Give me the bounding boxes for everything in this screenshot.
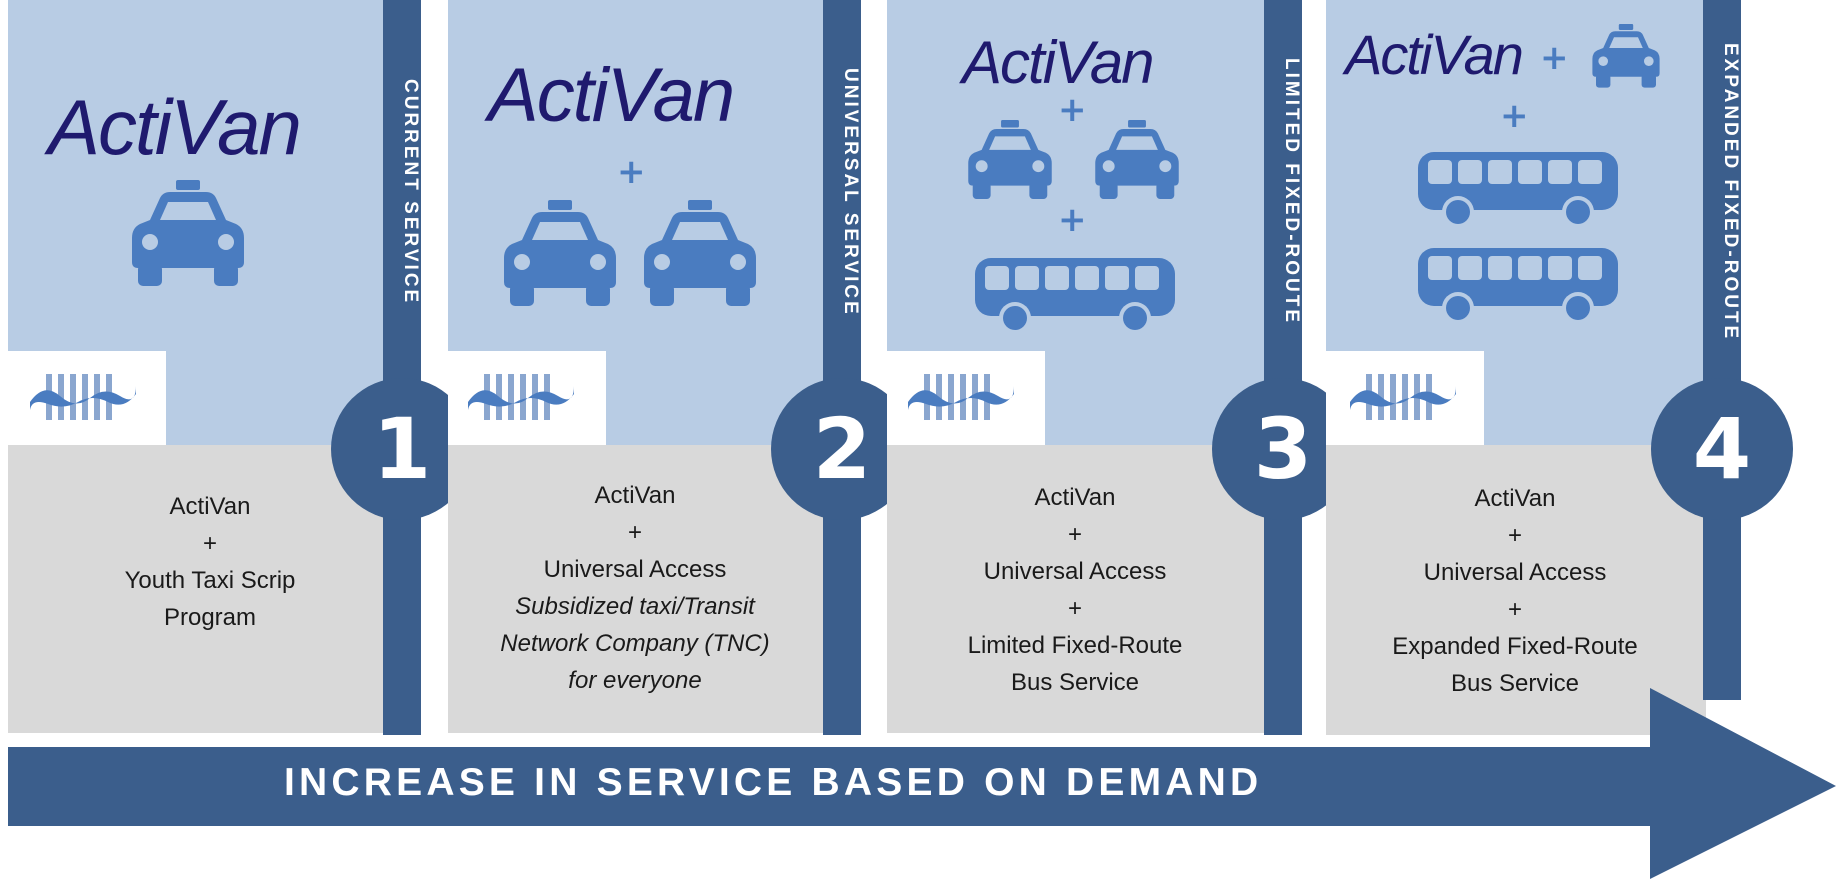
activan-logo-text: ActiVan: [962, 29, 1155, 96]
stage-1-bottom-panel: [8, 445, 386, 733]
stage-2-label: UNIVERSAL SERVICE: [840, 67, 861, 317]
description-line: Youth Taxi Scrip: [124, 567, 296, 594]
stage-2-bottom-panel: [448, 445, 826, 733]
plus-sign: +: [1058, 200, 1087, 240]
stage-2-description: ActiVan + Universal Access Subsidized ta…: [465, 477, 805, 699]
stage-3-label: LIMITED FIXED-ROUTE: [1281, 58, 1302, 326]
description-line: +: [1507, 596, 1522, 623]
description-line: ActiVan: [1474, 485, 1556, 512]
description-line: +: [1067, 595, 1082, 622]
description-line: ActiVan: [169, 493, 251, 520]
stage-3-stripe: [1264, 0, 1302, 735]
activan-logo: ActiVan: [48, 82, 302, 173]
activan-logo-text: ActiVan: [1345, 23, 1524, 86]
stage-1-description: ActiVan + Youth Taxi Scrip Program: [60, 488, 360, 636]
description-line: Network Company (TNC): [500, 630, 770, 657]
activan-logo: ActiVan: [962, 28, 1155, 97]
stage-4-description: ActiVan + Universal Access + Expanded Fi…: [1355, 480, 1675, 702]
description-line: Program: [163, 604, 257, 631]
stage-1-label: CURRENT SERVICE: [400, 78, 421, 306]
description-line: Universal Access: [1423, 559, 1607, 586]
stage-4-stripe: [1703, 0, 1741, 700]
plus-sign: +: [1058, 90, 1087, 130]
description-line: Universal Access: [543, 556, 727, 583]
plus-sign: +: [1540, 38, 1569, 78]
description-line: +: [202, 530, 217, 557]
stage-2-stripe: [823, 0, 861, 735]
activan-logo: ActiVan: [488, 52, 735, 139]
step-4-circle: 4: [1651, 378, 1793, 520]
activan-logo-text: ActiVan: [488, 53, 735, 138]
description-line: Expanded Fixed-Route: [1392, 633, 1638, 660]
description-line: Subsidized taxi/Transit: [515, 593, 755, 620]
stage-4-label: EXPANDED FIXED-ROUTE: [1720, 42, 1741, 342]
description-line: Bus Service: [1450, 670, 1580, 697]
description-line: for everyone: [568, 667, 702, 694]
description-line: ActiVan: [594, 482, 676, 509]
plus-sign: +: [1500, 96, 1529, 136]
description-line: Universal Access: [983, 558, 1167, 585]
description-line: +: [1067, 521, 1082, 548]
activan-logo: ActiVan: [1345, 22, 1524, 87]
description-line: +: [1507, 522, 1522, 549]
stage-4-bottom-panel: [1326, 445, 1706, 735]
activan-logo-text: ActiVan: [48, 83, 302, 171]
plus-sign: +: [617, 152, 646, 192]
arrow-label: INCREASE IN SERVICE BASED ON DEMAND: [284, 761, 1263, 804]
description-line: Bus Service: [1010, 669, 1140, 696]
stage-3-description: ActiVan + Universal Access + Limited Fix…: [915, 479, 1235, 701]
stage-3-bottom-panel: [887, 445, 1267, 733]
description-line: +: [627, 519, 642, 546]
stage-1-stripe: [383, 0, 421, 735]
description-line: Limited Fixed-Route: [967, 632, 1183, 659]
description-line: ActiVan: [1034, 484, 1116, 511]
